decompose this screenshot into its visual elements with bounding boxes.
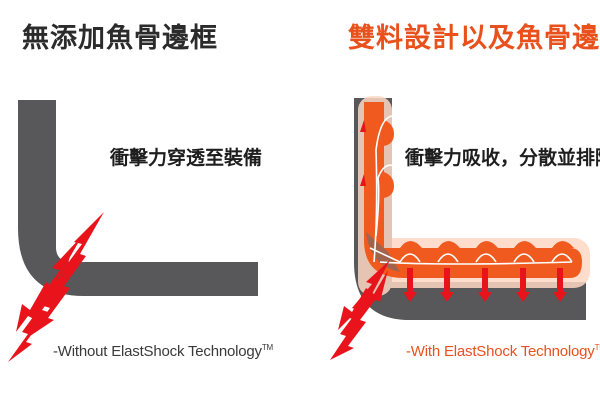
panel-title: 雙料設計以及魚骨邊框	[348, 23, 600, 54]
trademark-mark: TM	[261, 343, 273, 352]
dispersal-paths	[369, 115, 573, 265]
trademark-mark: TM	[594, 343, 600, 352]
technology-caption: -With ElastShock TechnologyTM	[406, 343, 600, 360]
impact-arrow-icon	[8, 212, 104, 362]
frame-profile	[18, 100, 258, 296]
technology-caption: -Without ElastShock TechnologyTM	[53, 343, 273, 360]
panel-with-technology: 雙料設計以及魚骨邊框 衝擊力吸收，分散並排除 -With ElastShock …	[300, 0, 600, 400]
impact-description: 衝擊力穿透至裝備	[110, 147, 263, 169]
elastomer-layer	[364, 102, 582, 278]
bumper-diagram-without	[8, 100, 258, 362]
panel-without-technology: 無添加魚骨邊框 衝擊力穿透至裝備 -Without ElastShock Tec…	[8, 23, 273, 362]
impact-arrow-icon	[330, 260, 390, 360]
impact-description: 衝擊力吸收，分散並排除	[405, 147, 600, 169]
panel-title: 無添加魚骨邊框	[22, 23, 218, 54]
bumper-diagram-with	[330, 96, 590, 360]
dispersion-arrow-icons	[360, 120, 567, 302]
